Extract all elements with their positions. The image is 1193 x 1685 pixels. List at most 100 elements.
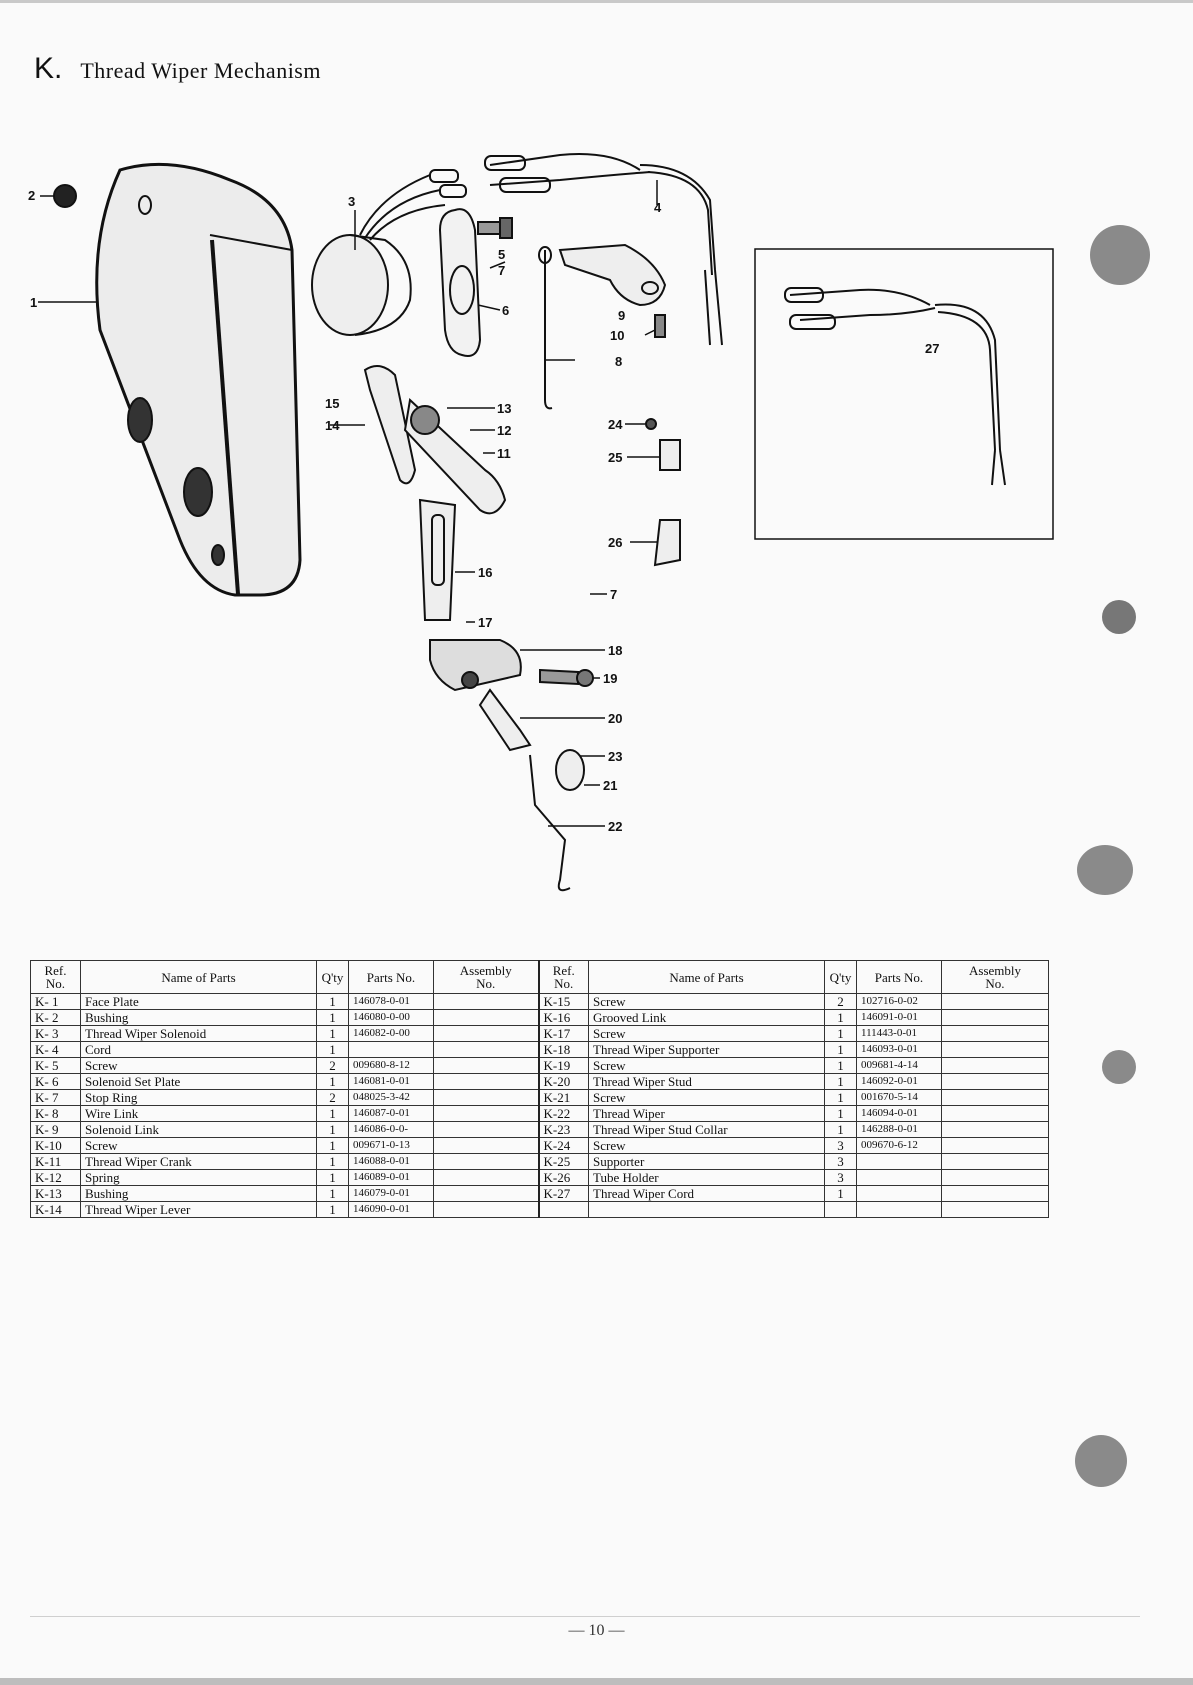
callout-13: 13 <box>497 401 511 416</box>
cell-name: Grooved Link <box>588 1009 825 1026</box>
cell-assembly <box>433 1009 539 1026</box>
cell-ref: K- 4 <box>30 1041 81 1058</box>
cell-qty: 1 <box>316 1025 349 1042</box>
callout-7: 7 <box>498 263 505 278</box>
cell-parts-no <box>348 1041 434 1058</box>
cell-assembly <box>433 1121 539 1138</box>
cell-ref <box>537 1201 589 1218</box>
cell-parts-no: 146288-0-01 <box>856 1121 942 1138</box>
col-ref: Ref. No. <box>30 960 81 994</box>
cell-ref: K- 3 <box>30 1025 81 1042</box>
cell-qty: 2 <box>824 993 857 1010</box>
callout-22: 22 <box>608 819 622 834</box>
cell-name: Face Plate <box>80 993 317 1010</box>
callout-15: 15 <box>325 396 339 411</box>
cell-qty: 1 <box>824 1041 857 1058</box>
cell-name <box>588 1201 825 1218</box>
cell-ref: K-11 <box>30 1153 81 1170</box>
cell-qty: 1 <box>824 1025 857 1042</box>
cell-name: Screw <box>588 1089 825 1106</box>
callout-11: 11 <box>497 446 511 461</box>
callout-9: 9 <box>618 308 625 323</box>
cell-parts-no: 009681-4-14 <box>856 1057 942 1074</box>
callout-labels: 1 2 3 4 5 6 7 8 9 10 11 12 13 14 15 16 1… <box>28 188 939 834</box>
callout-17: 17 <box>478 615 492 630</box>
cell-assembly <box>433 1057 539 1074</box>
cell-ref: K-25 <box>537 1153 589 1170</box>
cell-assembly <box>941 1073 1049 1090</box>
section-heading: K. Thread Wiper Mechanism <box>34 52 321 86</box>
header-parts-no: Parts No. <box>366 969 416 985</box>
callout-14: 14 <box>325 418 340 433</box>
cell-ref: K-20 <box>537 1073 589 1090</box>
cell-qty: 2 <box>316 1089 349 1106</box>
parts-table: Ref. No. Name of Parts Q'ty Parts No. As… <box>30 960 1049 1218</box>
cell-parts-no: 146089-0-01 <box>348 1169 434 1186</box>
cell-qty: 1 <box>316 1153 349 1170</box>
col-ref-2: Ref. No. <box>537 960 589 994</box>
cell-assembly <box>433 1105 539 1122</box>
cell-name: Thread Wiper Stud Collar <box>588 1121 825 1138</box>
cell-parts-no: 146094-0-01 <box>856 1105 942 1122</box>
cell-name: Thread Wiper <box>588 1105 825 1122</box>
cell-qty: 1 <box>316 1185 349 1202</box>
col-assembly: Assembly No. <box>433 960 539 994</box>
cell-parts-no: 146093-0-01 <box>856 1041 942 1058</box>
cell-parts-no: 146091-0-01 <box>856 1009 942 1026</box>
cell-ref: K-18 <box>537 1041 589 1058</box>
cell-parts-no <box>856 1201 942 1218</box>
bottom-border <box>0 1678 1193 1685</box>
cell-assembly <box>941 1009 1049 1026</box>
header-parts-no-2: Parts No. <box>874 969 924 985</box>
cell-assembly <box>433 1169 539 1186</box>
punch-hole-mark <box>1090 225 1150 285</box>
cell-parts-no: 009670-6-12 <box>856 1137 942 1154</box>
cell-parts-no: 146086-0-0- <box>348 1121 434 1138</box>
cell-name: Solenoid Link <box>80 1121 317 1138</box>
cell-parts-no: 146078-0-01 <box>348 993 434 1010</box>
cell-parts-no: 146087-0-01 <box>348 1105 434 1122</box>
callout-19: 19 <box>603 671 617 686</box>
cell-assembly <box>941 1169 1049 1186</box>
cell-assembly <box>433 1153 539 1170</box>
cell-name: Screw <box>80 1137 317 1154</box>
cell-parts-no: 001670-5-14 <box>856 1089 942 1106</box>
cell-ref: K-12 <box>30 1169 81 1186</box>
col-parts-no: Parts No. <box>348 960 434 994</box>
cell-parts-no: 146080-0-00 <box>348 1009 434 1026</box>
callout-27: 27 <box>925 341 939 356</box>
header-qty-2: Q'ty <box>829 969 852 985</box>
cell-assembly <box>433 993 539 1010</box>
cell-name: Cord <box>80 1041 317 1058</box>
cell-ref: K- 7 <box>30 1089 81 1106</box>
callout-6: 6 <box>502 303 509 318</box>
cell-name: Screw <box>80 1057 317 1074</box>
cell-parts-no: 146079-0-01 <box>348 1185 434 1202</box>
cell-assembly <box>941 1121 1049 1138</box>
cell-qty: 1 <box>824 1073 857 1090</box>
callout-24: 24 <box>608 417 623 432</box>
top-border <box>0 0 1193 3</box>
cell-assembly <box>941 1089 1049 1106</box>
cell-name: Screw <box>588 1057 825 1074</box>
cell-assembly <box>941 1105 1049 1122</box>
section-letter: K. <box>34 52 63 85</box>
col-qty: Q'ty <box>316 960 349 994</box>
header-ref-2: Ref. No. <box>552 963 575 991</box>
cell-name: Thread Wiper Stud <box>588 1073 825 1090</box>
callout-5: 5 <box>498 247 505 262</box>
cell-qty: 1 <box>316 1009 349 1026</box>
punch-hole-mark <box>1102 1050 1136 1084</box>
page-number: — 10 — <box>568 1622 625 1639</box>
cell-name: Thread Wiper Supporter <box>588 1041 825 1058</box>
callout-25: 25 <box>608 450 622 465</box>
